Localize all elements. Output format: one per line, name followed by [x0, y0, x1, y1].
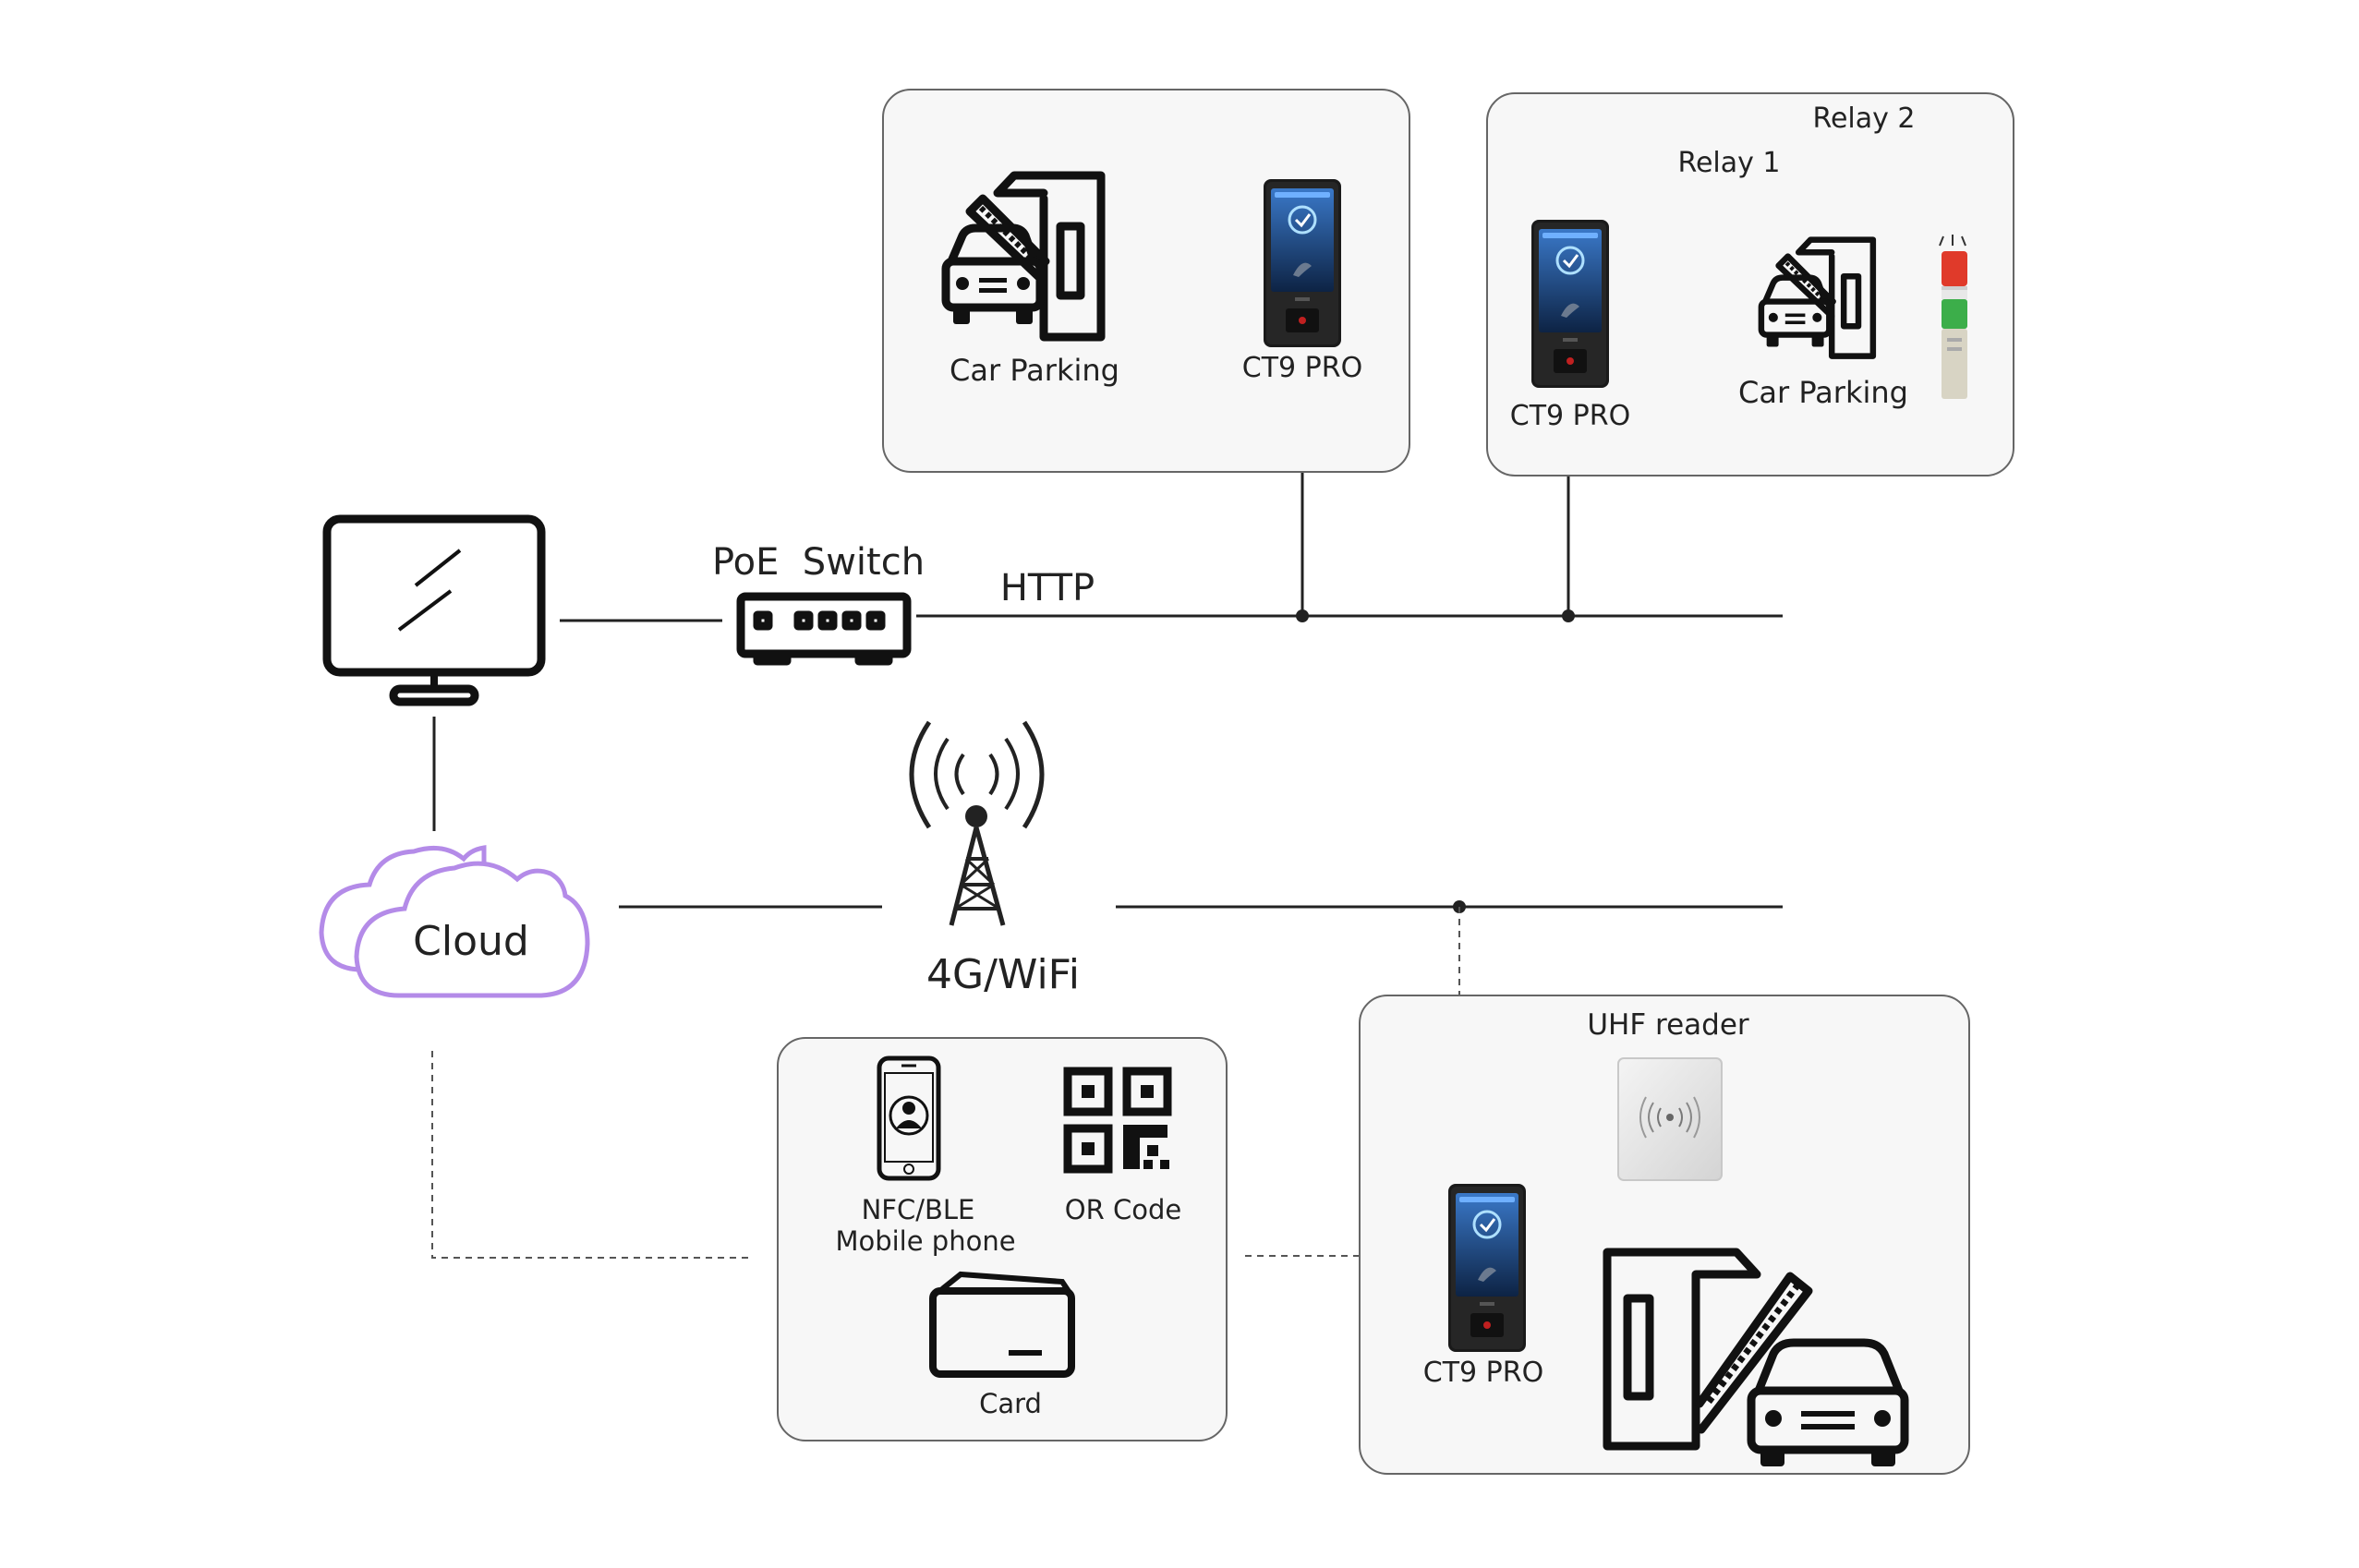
card-label: Card: [979, 1388, 1042, 1419]
cloud-icon: [319, 845, 590, 998]
uhf-reader-label: UHF reader: [1587, 1008, 1749, 1042]
car-parking-icon-bottom-right: [1603, 1248, 1909, 1466]
panel-bottom-right: [1359, 995, 1970, 1475]
ct9-pro-device-top-left: [1262, 177, 1343, 349]
panel-credentials: [777, 1037, 1228, 1441]
ct9-pro-device-top-right: [1530, 218, 1611, 390]
panel-top-right: [1486, 92, 2014, 476]
card-icon: [929, 1271, 1075, 1378]
poe-switch-label: PoE Switch: [712, 541, 925, 584]
relay2-label: Relay 2: [1812, 103, 1915, 135]
uhf-reader-icon: [1617, 1057, 1723, 1181]
ct9-pro-label-top-right: CT9 PRO: [1510, 400, 1630, 432]
cell-tower-icon: [909, 720, 1045, 926]
ct9-pro-label-top-left: CT9 PRO: [1242, 352, 1362, 384]
ct9-pro-label-bottom-right: CT9 PRO: [1423, 1357, 1543, 1389]
signal-light-icon: [1939, 235, 1967, 399]
mobile-phone-label: Mobile phone: [835, 1225, 1015, 1257]
http-label: HTTP: [1000, 567, 1095, 609]
mobile-phone-icon: [877, 1055, 941, 1181]
ct9-pro-device-bottom-right: [1446, 1182, 1528, 1354]
network-label: 4G/WiFi: [926, 951, 1080, 998]
nfc-ble-label: NFC/BLE: [862, 1194, 975, 1225]
poe-switch-icon: [736, 592, 912, 666]
relay1-label: Relay 1: [1677, 147, 1780, 179]
car-parking-label-top-right: Car Parking: [1738, 375, 1908, 410]
qr-code-label: OR Code: [1065, 1194, 1181, 1225]
cloud-label: Cloud: [413, 918, 529, 965]
qr-code-icon: [1063, 1067, 1172, 1174]
monitor-icon: [322, 514, 546, 706]
car-parking-label-top-left: Car Parking: [950, 353, 1119, 388]
